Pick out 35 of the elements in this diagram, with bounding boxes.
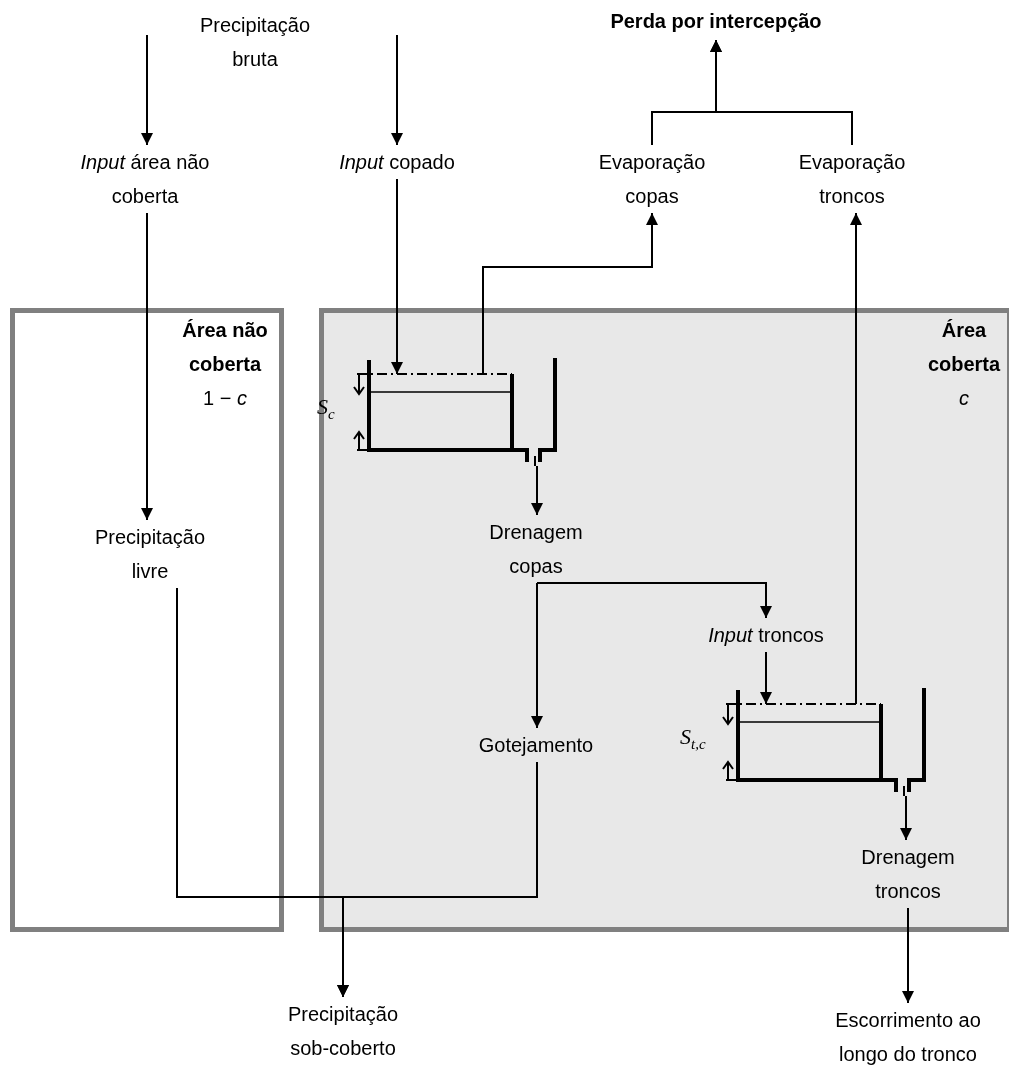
- flow-label: Precipitação livre: [93, 525, 207, 584]
- flow-arrow: [902, 907, 914, 1004]
- storage-symbol: S$_{t,c}$: [680, 724, 706, 755]
- area-fraction: c: [958, 386, 970, 411]
- flow-arrow: [531, 465, 543, 516]
- flow-label: Input copado: [338, 150, 456, 175]
- reservoir-drawing: [353, 358, 559, 466]
- flow-label: Perda por intercepção: [609, 9, 823, 34]
- area-fraction: 1 − c: [202, 386, 248, 411]
- flow-label: Input troncos: [707, 623, 825, 648]
- flow-arrow: [482, 212, 658, 375]
- flow-arrow: [141, 212, 153, 521]
- flow-arrow: [760, 651, 772, 705]
- flow-label: Escorrimento ao longo do tronco: [834, 1008, 982, 1067]
- flow-arrow: [536, 582, 772, 619]
- flow-arrow: [141, 34, 153, 146]
- reservoir-drawing: [722, 688, 928, 796]
- flow-label: Drenagem troncos: [860, 845, 956, 904]
- flow-label: Drenagem copas: [488, 520, 584, 579]
- flow-arrow: [710, 39, 853, 146]
- flow-label: Input área não coberta: [80, 150, 210, 209]
- area-panel: [319, 308, 1009, 932]
- flow-label: Evaporação copas: [597, 150, 707, 209]
- storage-symbol: S$_{c}$: [317, 394, 335, 425]
- flow-arrow: [850, 212, 862, 705]
- flow-arrow: [900, 795, 912, 841]
- flow-arrow: [391, 34, 403, 146]
- area-panel: [10, 308, 284, 932]
- flow-arrow: [531, 582, 543, 729]
- flow-label: Precipitação sob-coberto: [286, 1002, 400, 1061]
- flow-arrow: [391, 178, 403, 375]
- flow-label: Gotejamento: [477, 733, 595, 758]
- flow-label: Precipitação bruta: [198, 13, 312, 72]
- flow-label: Evaporação troncos: [797, 150, 907, 209]
- flow-arrow: [337, 761, 538, 998]
